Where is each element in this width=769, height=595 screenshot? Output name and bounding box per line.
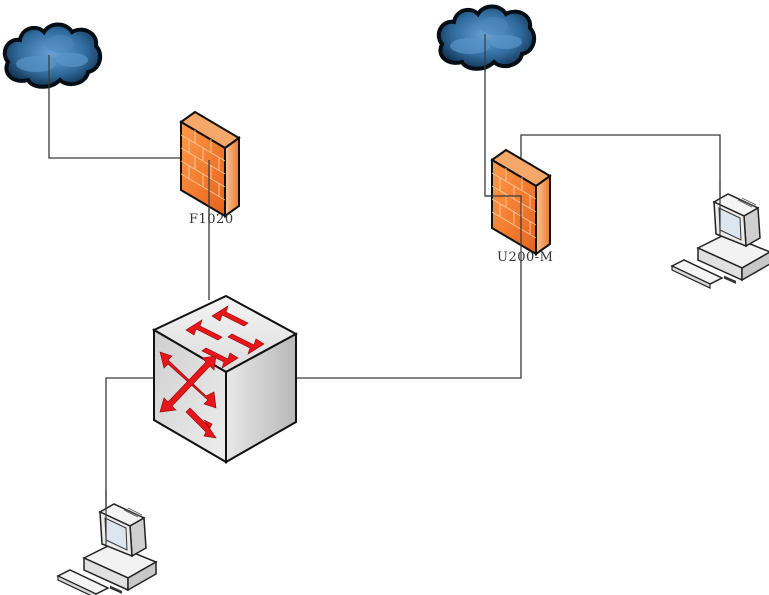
firewall-u200m-label: U200-M bbox=[497, 250, 554, 265]
link-switch-u200m bbox=[225, 260, 522, 379]
cloud-right-icon bbox=[436, 4, 537, 71]
links bbox=[48, 50, 721, 530]
core-switch-icon bbox=[151, 294, 299, 464]
cloud-left-icon bbox=[2, 22, 103, 89]
link-cloud-left-f1020 bbox=[48, 60, 186, 159]
pc-left-icon bbox=[57, 503, 157, 595]
link-switch-pc-left bbox=[105, 377, 156, 530]
firewall-f1020-label: F1020 bbox=[189, 212, 234, 227]
firewall-f1020-icon bbox=[180, 111, 240, 217]
